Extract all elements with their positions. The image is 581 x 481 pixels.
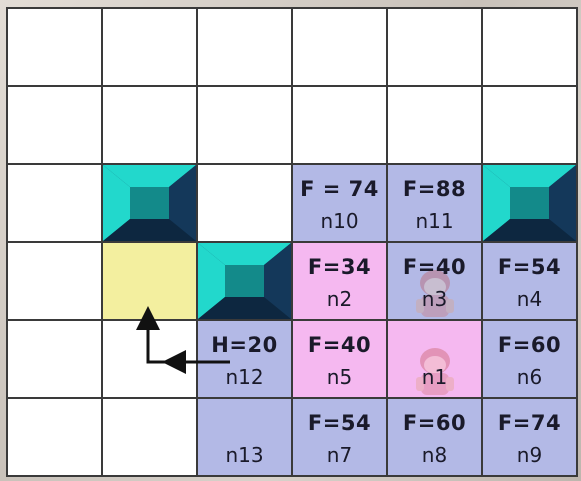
- cell-node-label: n12: [225, 365, 264, 389]
- cell-node-label: n4: [516, 287, 543, 311]
- cell-score: F=54: [307, 411, 372, 435]
- cell-node-label: n5: [326, 365, 353, 389]
- cell-score: F=54: [497, 255, 562, 279]
- grid-cell-n5: F=40 n5: [293, 321, 386, 397]
- cell-score: H=20: [211, 333, 278, 357]
- cell-score: F = 74: [300, 177, 379, 201]
- wall-block-icon: [103, 165, 196, 241]
- grid-cell-n3: F=40 n3: [388, 243, 481, 319]
- cell-node-label: n13: [225, 443, 264, 467]
- grid-cell-empty: [293, 87, 386, 163]
- grid-cell-start: [103, 243, 196, 319]
- cell-node-label: n3: [421, 287, 448, 311]
- grid-cell-n7: F=54 n7: [293, 399, 386, 475]
- grid-cell-n1: n1: [388, 321, 481, 397]
- cell-score: F=34: [307, 255, 372, 279]
- cell-score: F=40: [307, 333, 372, 357]
- cell-score: F=60: [402, 411, 467, 435]
- cell-node-label: n6: [516, 365, 543, 389]
- grid-cell-n4: F=54 n4: [483, 243, 576, 319]
- grid-cell-wall: [483, 165, 576, 241]
- grid-cell-empty: [483, 87, 576, 163]
- grid-cell-empty: [103, 399, 196, 475]
- wall-block-icon: [483, 165, 576, 241]
- grid-cell-n10: F = 74 n10: [293, 165, 386, 241]
- character-sprite-icon: [416, 348, 454, 395]
- grid-cell-empty: [8, 87, 101, 163]
- grid-cell-wall: [198, 243, 291, 319]
- grid-cell-n6: F=60 n6: [483, 321, 576, 397]
- grid-cell-n13: n13: [198, 399, 291, 475]
- grid-cell-n8: F=60 n8: [388, 399, 481, 475]
- grid-cell-n9: F=74 n9: [483, 399, 576, 475]
- grid-cell-empty: [103, 321, 196, 397]
- grid-cell-empty: [103, 9, 196, 85]
- grid-cell-n2: F=34 n2: [293, 243, 386, 319]
- cell-score: F=40: [402, 255, 467, 279]
- grid-cell-empty: [388, 9, 481, 85]
- grid-cell-empty: [388, 87, 481, 163]
- cell-score: F=60: [497, 333, 562, 357]
- grid-cell-empty: [483, 9, 576, 85]
- grid-cell-empty: [8, 399, 101, 475]
- grid-cell-empty: [198, 165, 291, 241]
- grid-cell-wall: [103, 165, 196, 241]
- grid-cell-empty: [103, 87, 196, 163]
- cell-score: F=74: [497, 411, 562, 435]
- character-sprite-icon: [416, 270, 454, 317]
- grid-cell-empty: [198, 87, 291, 163]
- grid-cell-empty: [8, 321, 101, 397]
- grid-cell-n11: F=88 n11: [388, 165, 481, 241]
- cell-node-label: n9: [516, 443, 543, 467]
- wall-block-icon: [198, 243, 291, 319]
- grid-cell-empty: [293, 9, 386, 85]
- cell-node-label: n11: [415, 209, 454, 233]
- grid-cell-empty: [8, 9, 101, 85]
- grid-cell-empty: [8, 165, 101, 241]
- cell-node-label: n7: [326, 443, 353, 467]
- cell-node-label: n1: [421, 365, 448, 389]
- cell-score: F=88: [402, 177, 467, 201]
- cell-node-label: n10: [320, 209, 359, 233]
- grid-cell-empty: [8, 243, 101, 319]
- cell-node-label: n8: [421, 443, 448, 467]
- cell-node-label: n2: [326, 287, 353, 311]
- grid-cell-n12: H=20 n12: [198, 321, 291, 397]
- grid-cell-empty: [198, 9, 291, 85]
